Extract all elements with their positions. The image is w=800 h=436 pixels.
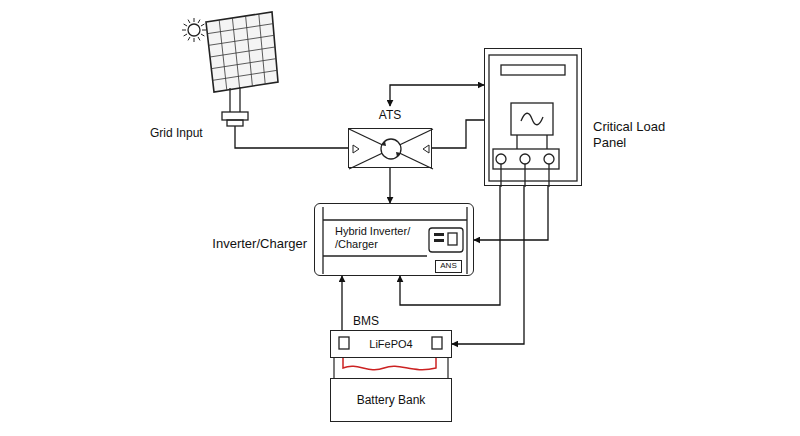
panel-cell-line — [213, 70, 277, 80]
breaker-lead — [546, 135, 547, 149]
sun-ray — [201, 24, 204, 26]
panel-post — [229, 88, 230, 112]
panel-cell-line — [210, 47, 275, 57]
terminal-lead — [500, 164, 501, 187]
bms-label: BMS — [353, 314, 379, 328]
grid-input-label: Grid Input — [150, 126, 203, 140]
breaker-lead — [516, 135, 517, 149]
ats-cross — [349, 129, 433, 169]
panel-cell-line — [207, 24, 273, 34]
breaker-symbol — [521, 113, 543, 125]
connector — [389, 168, 390, 203]
connector — [432, 120, 484, 148]
solar-panel-node-drawing — [180, 8, 280, 126]
battery-bank-box: Battery Bank — [330, 378, 452, 422]
sun — [188, 24, 200, 36]
panel-display — [501, 65, 565, 75]
sun-ray — [194, 38, 195, 42]
battery-bank-text: Battery Bank — [331, 393, 451, 407]
battery-terminal — [432, 337, 442, 349]
bms-battery-side — [447, 358, 448, 378]
sun-ray — [182, 30, 186, 31]
ats-box: ATS — [348, 128, 432, 168]
ats-switch-arrows — [381, 141, 401, 157]
panel-inner-frame — [489, 55, 577, 181]
solar-panel-node: Grid Input — [180, 8, 280, 126]
sun-ray — [184, 34, 187, 36]
inverter-charger-box: Inverter/ChargerHybrid Inverter/ /Charge… — [314, 203, 474, 276]
ats-switch-symbol — [381, 139, 401, 159]
breaker — [511, 103, 553, 135]
sun-ray — [188, 37, 190, 40]
panel-base — [222, 112, 248, 120]
sun-ray — [184, 24, 187, 26]
icon-bar — [434, 239, 444, 242]
icon-bar — [434, 233, 444, 236]
sun-ray — [201, 34, 204, 36]
terminal-lead — [524, 164, 525, 187]
battery-chemistry-text: LiFePO4 — [331, 338, 451, 351]
panel-post — [239, 87, 240, 112]
critical-load-panel: Critical Load Panel — [484, 48, 582, 186]
ans-label: ANS — [436, 262, 461, 271]
solar-panel — [206, 12, 278, 92]
connector — [390, 85, 484, 106]
terminal — [520, 154, 530, 164]
ats-label: ATS — [349, 108, 431, 122]
terminal — [496, 154, 506, 164]
sun-ray — [198, 20, 200, 23]
panel-cell-line — [209, 35, 274, 45]
terminal-lead — [548, 164, 549, 187]
inverter-end-cap — [322, 207, 323, 274]
inverter-label: Inverter/Charger — [212, 236, 307, 252]
sun-ray — [188, 20, 190, 23]
critical-load-panel-drawing — [485, 49, 581, 185]
sun-rays — [182, 18, 206, 42]
inverter-display-icon — [429, 228, 463, 252]
inverter-end-cap — [466, 207, 467, 274]
connector — [341, 276, 342, 330]
panel-base — [227, 120, 243, 126]
icon-plug — [448, 233, 457, 245]
ats-terminal-mark — [353, 145, 429, 153]
bms-battery-side — [333, 358, 334, 378]
terminal — [544, 154, 554, 164]
inverter-rib — [323, 255, 427, 256]
panel-grid — [207, 14, 277, 90]
battery-terminal — [339, 337, 349, 349]
sun-ray — [198, 37, 200, 40]
bms-box: BMSLiFePO4 — [330, 330, 452, 358]
ats-box-drawing — [349, 129, 431, 167]
panel-cell-line — [211, 59, 276, 69]
sun-ray — [202, 30, 206, 31]
connector — [235, 126, 348, 148]
ans-box: ANS — [435, 260, 462, 273]
sun-ray — [194, 18, 195, 22]
inverter-rib — [323, 219, 467, 220]
ats-cross — [349, 129, 433, 169]
inverter-inner-text: Hybrid Inverter/ /Charger — [335, 225, 427, 251]
connector — [474, 186, 548, 240]
panel-label: Critical Load Panel — [593, 119, 685, 150]
